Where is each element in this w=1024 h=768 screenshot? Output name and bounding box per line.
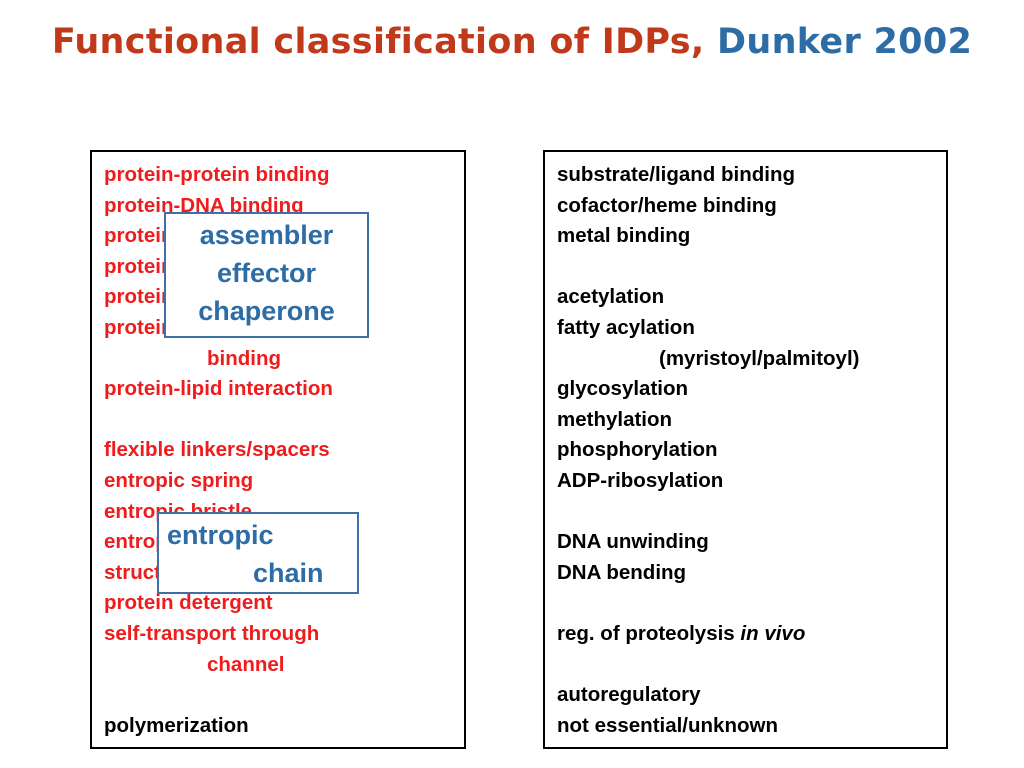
- list-item: DNA unwinding: [557, 530, 709, 554]
- list-spacer: [557, 588, 860, 619]
- list-item: autoregulatory: [557, 683, 701, 707]
- list-item: protein-DNA binding: [104, 193, 304, 217]
- slide-title: Functional classification of IDPs, Dunke…: [0, 22, 1024, 62]
- list-item: (myristoyl/palmitoyl): [659, 346, 860, 370]
- list-spacer: [104, 680, 341, 711]
- entropic-chain-overlay-box: entropic chain: [157, 512, 359, 594]
- list-item: fatty acylation: [557, 315, 695, 339]
- list-item: not essential/unknown: [557, 713, 778, 737]
- title-citation: Dunker 2002: [717, 22, 973, 62]
- in-vivo-text: in vivo: [740, 621, 806, 645]
- role-label: chaperone: [198, 296, 335, 326]
- right-function-list: substrate/ligand binding cofactor/heme b…: [557, 160, 860, 741]
- list-item: ADP-ribosylation: [557, 468, 724, 492]
- list-item: self-transport through: [104, 621, 320, 645]
- chain-label: chain: [253, 558, 324, 588]
- list-item: protein detergent: [104, 591, 273, 615]
- list-item: entropic spring: [104, 468, 254, 492]
- list-item: channel: [207, 652, 285, 676]
- title-main: Functional classification of IDPs,: [51, 22, 705, 62]
- list-item: protein-lipid interaction: [104, 377, 333, 401]
- list-spacer: [557, 252, 860, 283]
- right-function-box: substrate/ligand binding cofactor/heme b…: [543, 150, 948, 749]
- list-item: phosphorylation: [557, 438, 718, 462]
- roles-overlay-box: assembler effector chaperone: [164, 212, 369, 338]
- list-spacer: [557, 650, 860, 681]
- proteolysis-text: reg. of proteolysis: [557, 621, 741, 645]
- list-item: DNA bending: [557, 560, 687, 584]
- list-item: binding: [207, 346, 282, 370]
- list-item: reg. of proteolysis in vivo: [557, 619, 860, 650]
- list-spacer: [557, 497, 860, 528]
- list-item: acetylation: [557, 285, 665, 309]
- list-item: polymerization: [104, 713, 249, 737]
- role-label: assembler: [199, 220, 334, 250]
- list-item: methylation: [557, 407, 673, 431]
- role-label: effector: [216, 258, 317, 288]
- list-item: protein-protein binding: [104, 163, 330, 186]
- list-spacer: [104, 405, 341, 436]
- entropic-label: entropic: [167, 520, 274, 550]
- list-item: metal binding: [557, 224, 691, 248]
- list-item: glycosylation: [557, 377, 689, 401]
- list-item: cofactor/heme binding: [557, 193, 777, 217]
- list-item: substrate/ligand binding: [557, 163, 796, 186]
- list-item: flexible linkers/spacers: [104, 438, 330, 462]
